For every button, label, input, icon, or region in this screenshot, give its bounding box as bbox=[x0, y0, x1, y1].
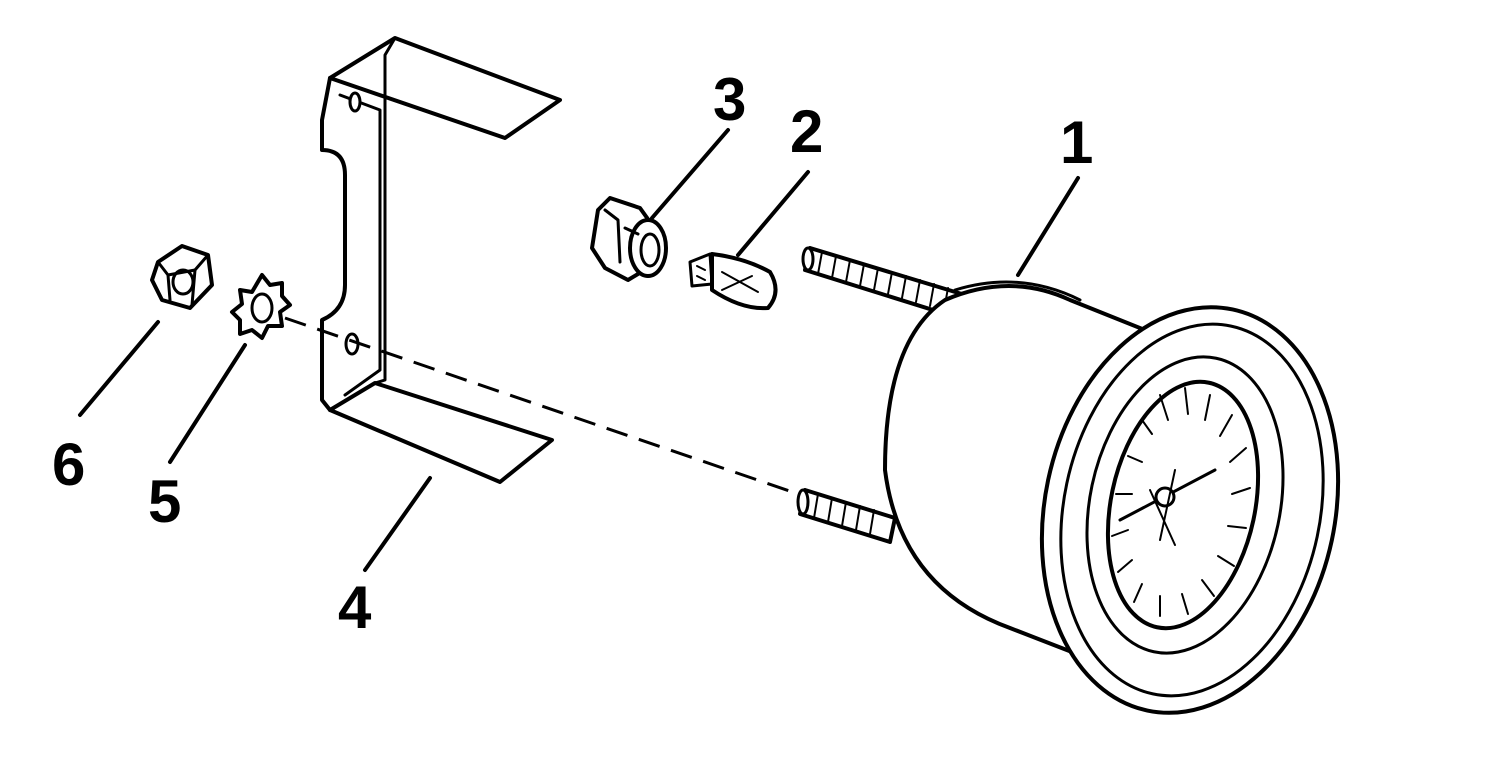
callout-2: 2 bbox=[790, 98, 823, 165]
leader-line-4 bbox=[363, 476, 432, 572]
lower-stud bbox=[796, 488, 897, 544]
bulb-socket bbox=[590, 196, 668, 282]
dial-markings bbox=[1111, 387, 1251, 617]
leader-line-6 bbox=[78, 320, 160, 417]
wedge-bulb bbox=[688, 252, 778, 311]
leader-line-1 bbox=[1016, 176, 1080, 277]
leader-line-5 bbox=[168, 343, 247, 464]
leader-line-2 bbox=[736, 170, 810, 257]
callout-5: 5 bbox=[148, 468, 181, 535]
mounting-bracket bbox=[320, 36, 562, 484]
gauge-assembly bbox=[796, 246, 1341, 715]
callout-3: 3 bbox=[713, 66, 746, 133]
callout-4: 4 bbox=[338, 574, 372, 641]
lock-washer bbox=[230, 273, 292, 340]
assembly-centerline bbox=[284, 316, 811, 500]
hex-nut bbox=[150, 244, 214, 310]
callout-6: 6 bbox=[52, 431, 85, 498]
leader-line-3 bbox=[650, 128, 730, 220]
callout-1: 1 bbox=[1060, 109, 1093, 176]
